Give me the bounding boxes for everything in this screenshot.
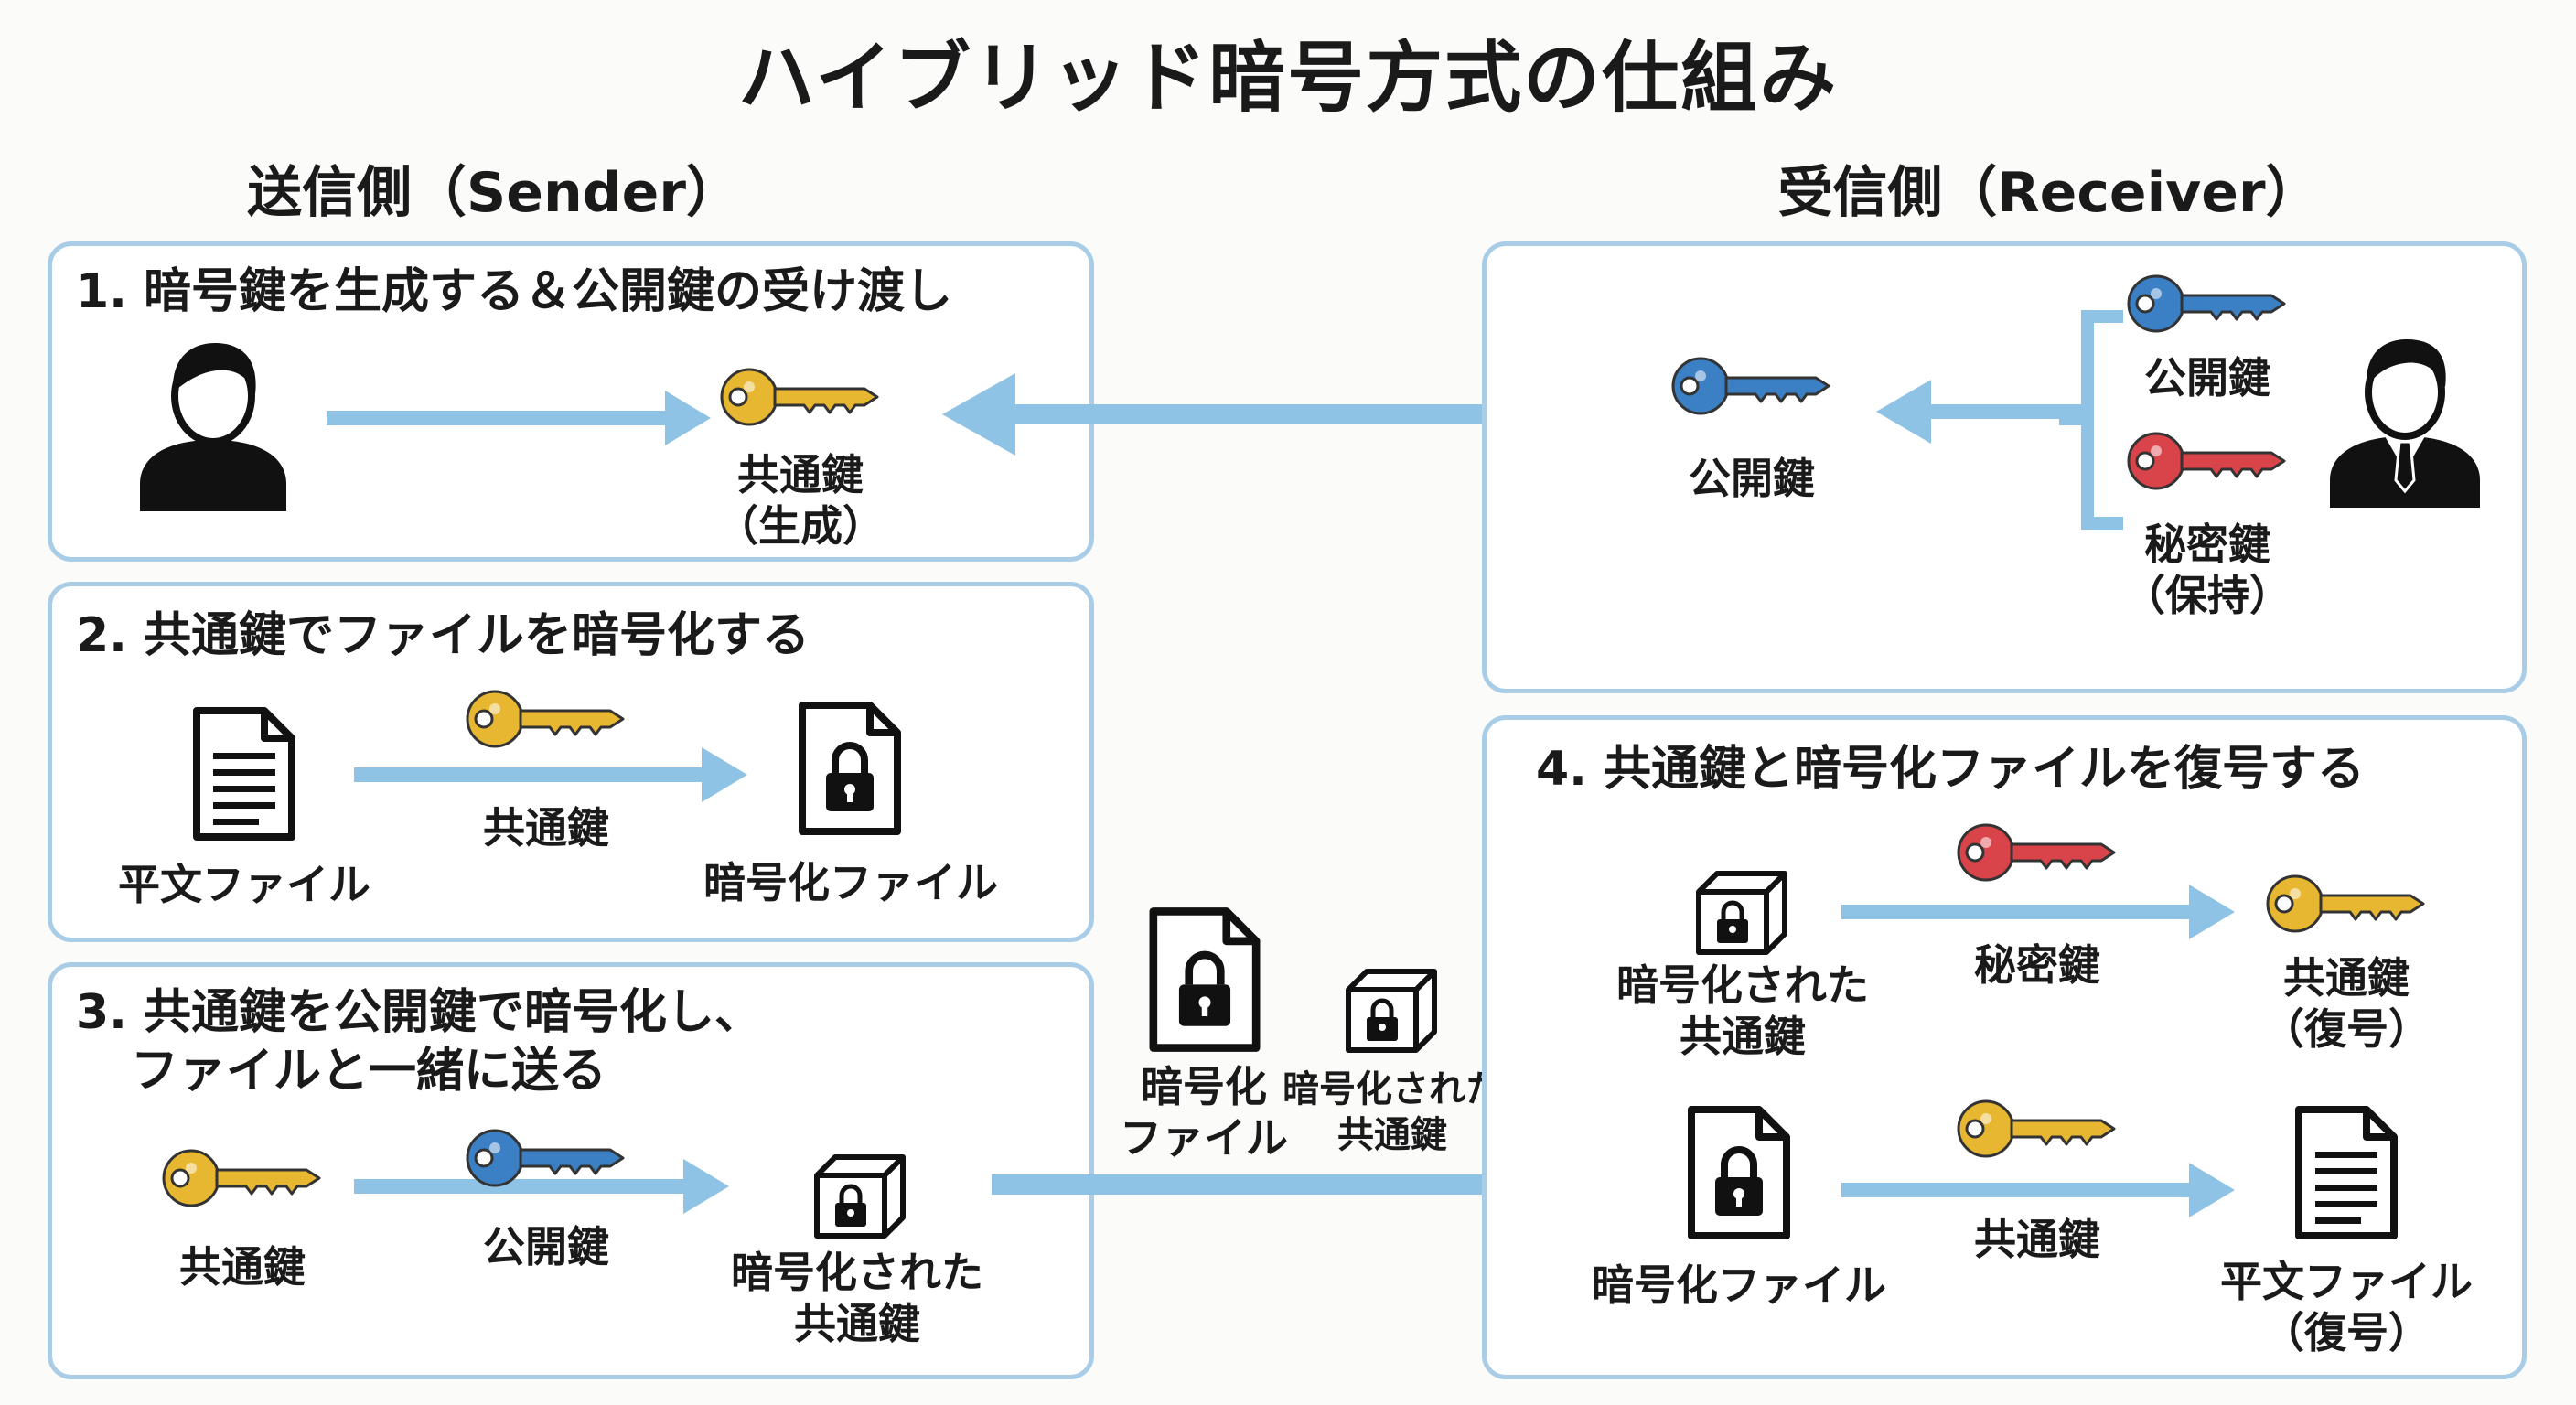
sent-public-key-label: 公開鍵 [1689, 454, 1815, 503]
private-key-label-2: （保持） [2123, 571, 2292, 620]
receiver-panel: 公開鍵 公開鍵 秘密鍵 （保持） [1482, 241, 2527, 693]
sender-person-icon [131, 338, 295, 511]
step4-common-key-icon [1955, 1097, 2120, 1161]
step2-panel: 2. 共通鍵でファイルを暗号化する 平文ファイル 共通鍵 暗号化ファイル [48, 582, 1094, 942]
private-key-icon [2125, 429, 2290, 493]
step3-encrypted-key-label-1: 暗号化された [731, 1248, 983, 1297]
step4-plain-file-label-2: （復号） [2262, 1308, 2431, 1357]
step2-title: 2. 共通鍵でファイルを暗号化する [76, 608, 810, 663]
receiver-person-icon [2323, 334, 2487, 508]
step3-arrow [354, 1159, 729, 1214]
step2-plain-file-label: 平文ファイル [118, 860, 370, 909]
step3-common-key-label: 共通鍵 [179, 1242, 306, 1292]
step1-panel: 1. 暗号鍵を生成する＆公開鍵の受け渡し 共通鍵 （生成） [48, 241, 1094, 562]
step4-plain-file-icon [2292, 1104, 2401, 1241]
public-key-icon [2125, 272, 2290, 336]
step4-plain-file-label-1: 平文ファイル [2220, 1257, 2473, 1306]
common-key-icon [718, 365, 883, 429]
step4-encrypted-key-icon [1691, 866, 1792, 958]
step2-encrypted-file-label: 暗号化ファイル [703, 858, 998, 907]
step3-encrypted-key-icon [810, 1150, 910, 1241]
private-key-label-1: 秘密鍵 [2144, 520, 2270, 569]
transfer-key-label-2: 共通鍵 [1337, 1114, 1447, 1156]
transfer-encrypted-file-icon [1145, 906, 1264, 1054]
receiver-heading: 受信側（Receiver） [1777, 161, 2321, 225]
step3-public-key-label: 公開鍵 [483, 1222, 609, 1271]
step4-decrypted-key-icon [2264, 872, 2429, 936]
sent-public-key-icon [1669, 354, 1834, 418]
step3-encrypted-key-label-2: 共通鍵 [794, 1299, 920, 1348]
step4-file-arrow [1841, 1163, 2235, 1217]
step3-title-line2: ファイルと一緒に送る [131, 1044, 607, 1099]
step2-key-label: 共通鍵 [483, 803, 609, 853]
step3-public-key-icon [464, 1126, 628, 1190]
public-key-label: 公開鍵 [2144, 353, 2270, 402]
sender-heading: 送信側（Sender） [247, 161, 741, 225]
receiver-internal-arrow [1876, 380, 2087, 444]
key-bracket [2059, 310, 2123, 530]
step1-key-label-1: 共通鍵 [737, 450, 864, 499]
step4-panel: 4. 共通鍵と暗号化ファイルを復号する 暗号化された 共通鍵 秘密鍵 共通鍵 （… [1482, 715, 2527, 1379]
public-key-transfer-arrow [942, 373, 1637, 456]
step4-key-arrow [1841, 885, 2235, 939]
step4-encrypted-key-label-1: 暗号化された [1616, 960, 1869, 1010]
step2-key-icon [464, 687, 628, 751]
step4-decrypted-key-label-2: （復号） [2262, 1004, 2431, 1054]
step3-panel: 3. 共通鍵を公開鍵で暗号化し、 ファイルと一緒に送る 共通鍵 公開鍵 暗号化さ… [48, 962, 1094, 1379]
step4-encrypted-key-label-2: 共通鍵 [1680, 1012, 1806, 1061]
step1-key-label-2: （生成） [716, 501, 885, 551]
transfer-file-label-2: ファイル [1120, 1113, 1288, 1163]
step4-title: 4. 共通鍵と暗号化ファイルを復号する [1536, 742, 2366, 797]
step1-title: 1. 暗号鍵を生成する＆公開鍵の受け渡し [76, 264, 953, 319]
transfer-key-label-1: 暗号化された [1283, 1068, 1502, 1110]
step1-arrow [327, 391, 711, 445]
transfer-file-label-1: 暗号化 [1141, 1062, 1267, 1111]
step4-private-key-label: 秘密鍵 [1974, 940, 2100, 990]
step4-encrypted-file-icon [1684, 1104, 1794, 1241]
step2-arrow [354, 747, 747, 802]
step3-title-line1: 3. 共通鍵を公開鍵で暗号化し、 [76, 985, 763, 1040]
step4-private-key-icon [1955, 820, 2120, 885]
step3-common-key-icon [160, 1146, 325, 1210]
step2-encrypted-file-icon [795, 700, 905, 837]
step4-decrypted-key-label-1: 共通鍵 [2283, 953, 2410, 1003]
step4-common-key-label: 共通鍵 [1974, 1215, 2100, 1264]
page-title: ハイブリッド暗号方式の仕組み [737, 33, 1839, 123]
step4-encrypted-file-label: 暗号化ファイル [1592, 1260, 1886, 1310]
transfer-encrypted-key-icon [1341, 964, 1442, 1056]
plain-file-icon [189, 705, 299, 842]
